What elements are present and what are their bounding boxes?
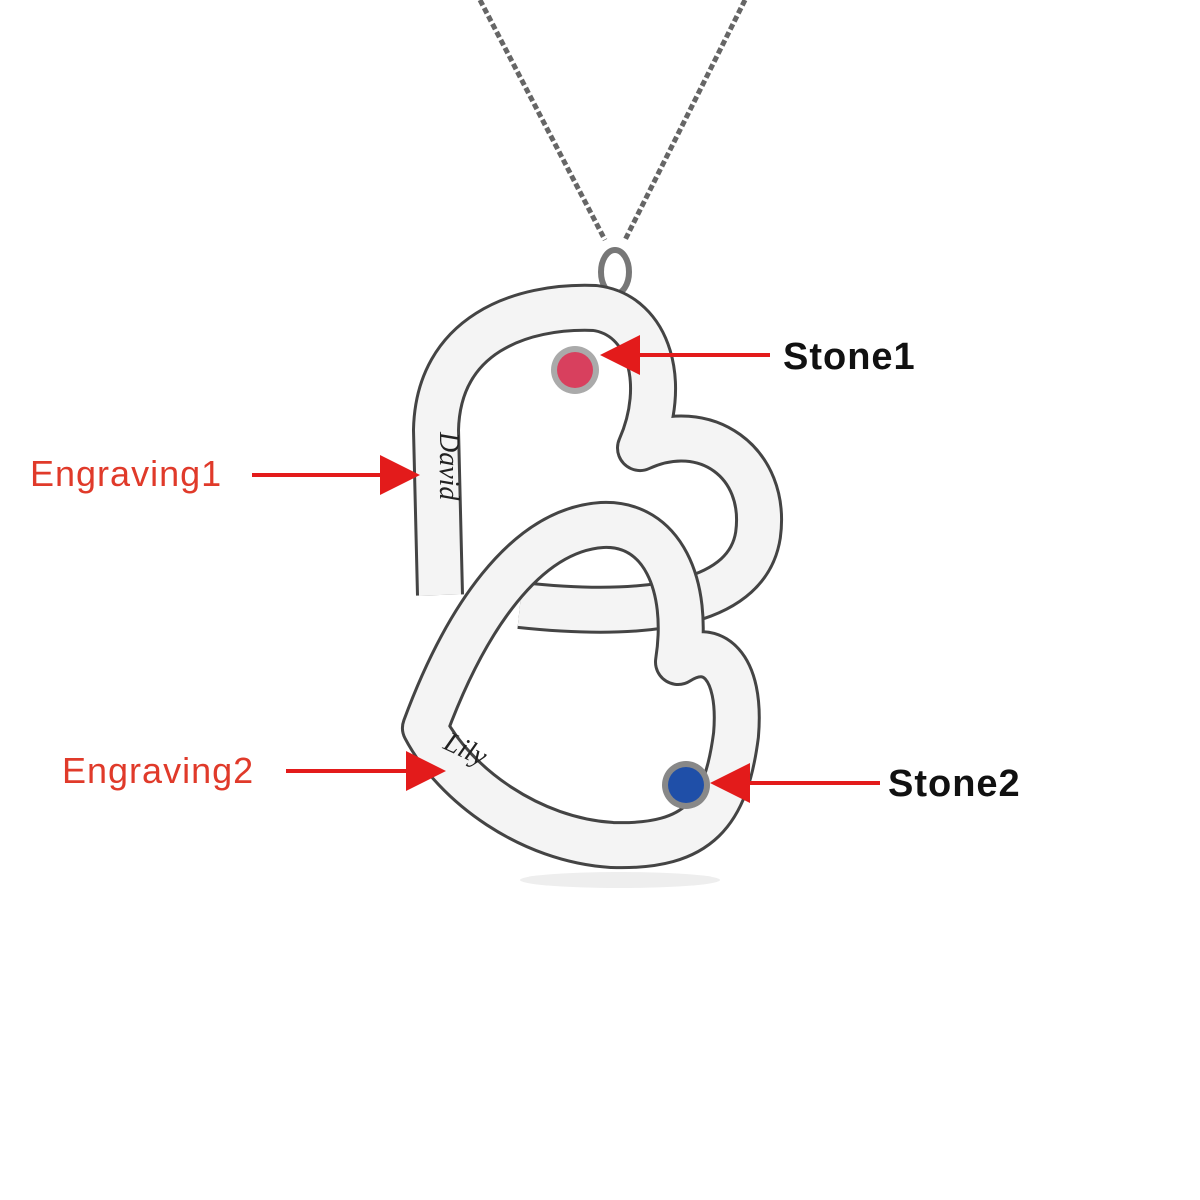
engraving-david: David — [433, 431, 464, 501]
chain — [477, 0, 748, 297]
stone2-label: Stone2 — [888, 763, 1021, 805]
engraving1-label: Engraving1 — [30, 453, 223, 494]
upper-heart: David — [412, 283, 784, 634]
engraving2-label: Engraving2 — [62, 750, 255, 791]
stone1-label: Stone1 — [783, 336, 916, 378]
lower-heart: Lily — [401, 500, 761, 870]
